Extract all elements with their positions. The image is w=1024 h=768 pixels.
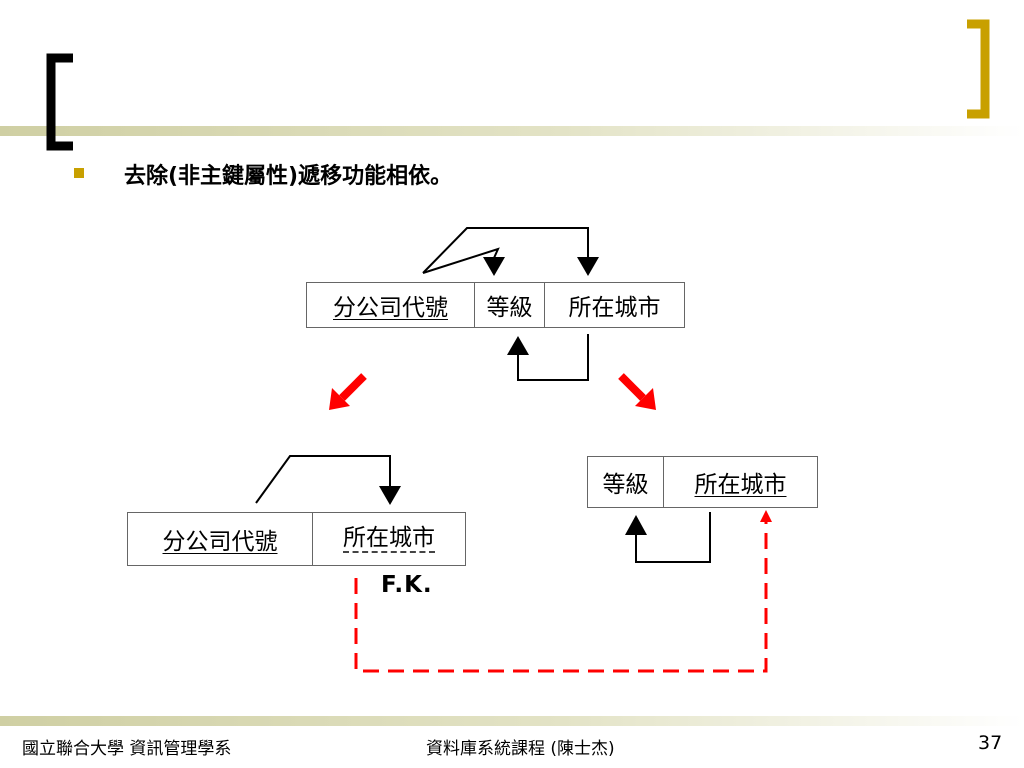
left-relation-table: 分公司代號 所在城市	[127, 512, 466, 566]
fd-line-branch-to-grade-and-city	[422, 227, 589, 274]
right-bracket-icon	[967, 19, 990, 119]
original-col-city: 所在城市	[545, 283, 684, 327]
fd-arrowhead-left-city	[379, 486, 401, 505]
left-col-branch-id: 分公司代號	[128, 513, 313, 565]
fd-arrowhead-right-grade	[625, 515, 647, 535]
right-col-grade: 等級	[588, 457, 664, 507]
bottom-decor-band	[0, 716, 1024, 726]
page-number: 37	[978, 732, 1003, 754]
decompose-left-arrow-icon	[329, 373, 367, 410]
right-col-grade-label: 等級	[602, 472, 649, 498]
fd-line-branch-to-grade	[422, 247, 500, 274]
original-col-city-label: 所在城市	[568, 295, 661, 321]
fk-reference-arrowhead	[760, 510, 772, 522]
fd-arrowhead-grade	[483, 257, 505, 276]
original-col-grade-label: 等級	[486, 295, 533, 321]
footer-left: 國立聯合大學 資訊管理學系	[22, 739, 232, 759]
fk-reference-dashed-line	[354, 522, 768, 673]
left-bracket-icon	[46, 53, 73, 151]
right-col-city: 所在城市	[664, 457, 817, 507]
original-col-grade: 等級	[475, 283, 545, 327]
bullet-square-icon	[74, 168, 84, 178]
bullet-text: 去除(非主鍵屬性)遞移功能相依。	[124, 164, 453, 189]
original-col-branch-id-label: 分公司代號	[333, 295, 448, 321]
foreign-key-label: F.K.	[381, 572, 433, 598]
fd-arrowhead-grade-bottom	[507, 336, 529, 355]
left-col-branch-id-label: 分公司代號	[162, 529, 278, 555]
fd-line-left-branch-to-city	[255, 455, 391, 504]
original-col-branch-id: 分公司代號	[307, 283, 475, 327]
top-decor-band	[0, 126, 1024, 136]
fd-arrowhead-city	[577, 257, 599, 276]
left-col-city: 所在城市	[313, 513, 465, 565]
left-col-city-label: 所在城市	[343, 525, 435, 554]
right-col-city-label: 所在城市	[694, 472, 787, 498]
fd-line-right-city-to-grade	[635, 512, 711, 563]
original-relation-table: 分公司代號 等級 所在城市	[306, 282, 685, 328]
fd-line-city-to-grade	[517, 334, 589, 381]
decompose-right-arrow-icon	[618, 373, 656, 410]
footer-center: 資料庫系統課程 (陳士杰)	[426, 739, 615, 759]
right-relation-table: 等級 所在城市	[587, 456, 818, 508]
